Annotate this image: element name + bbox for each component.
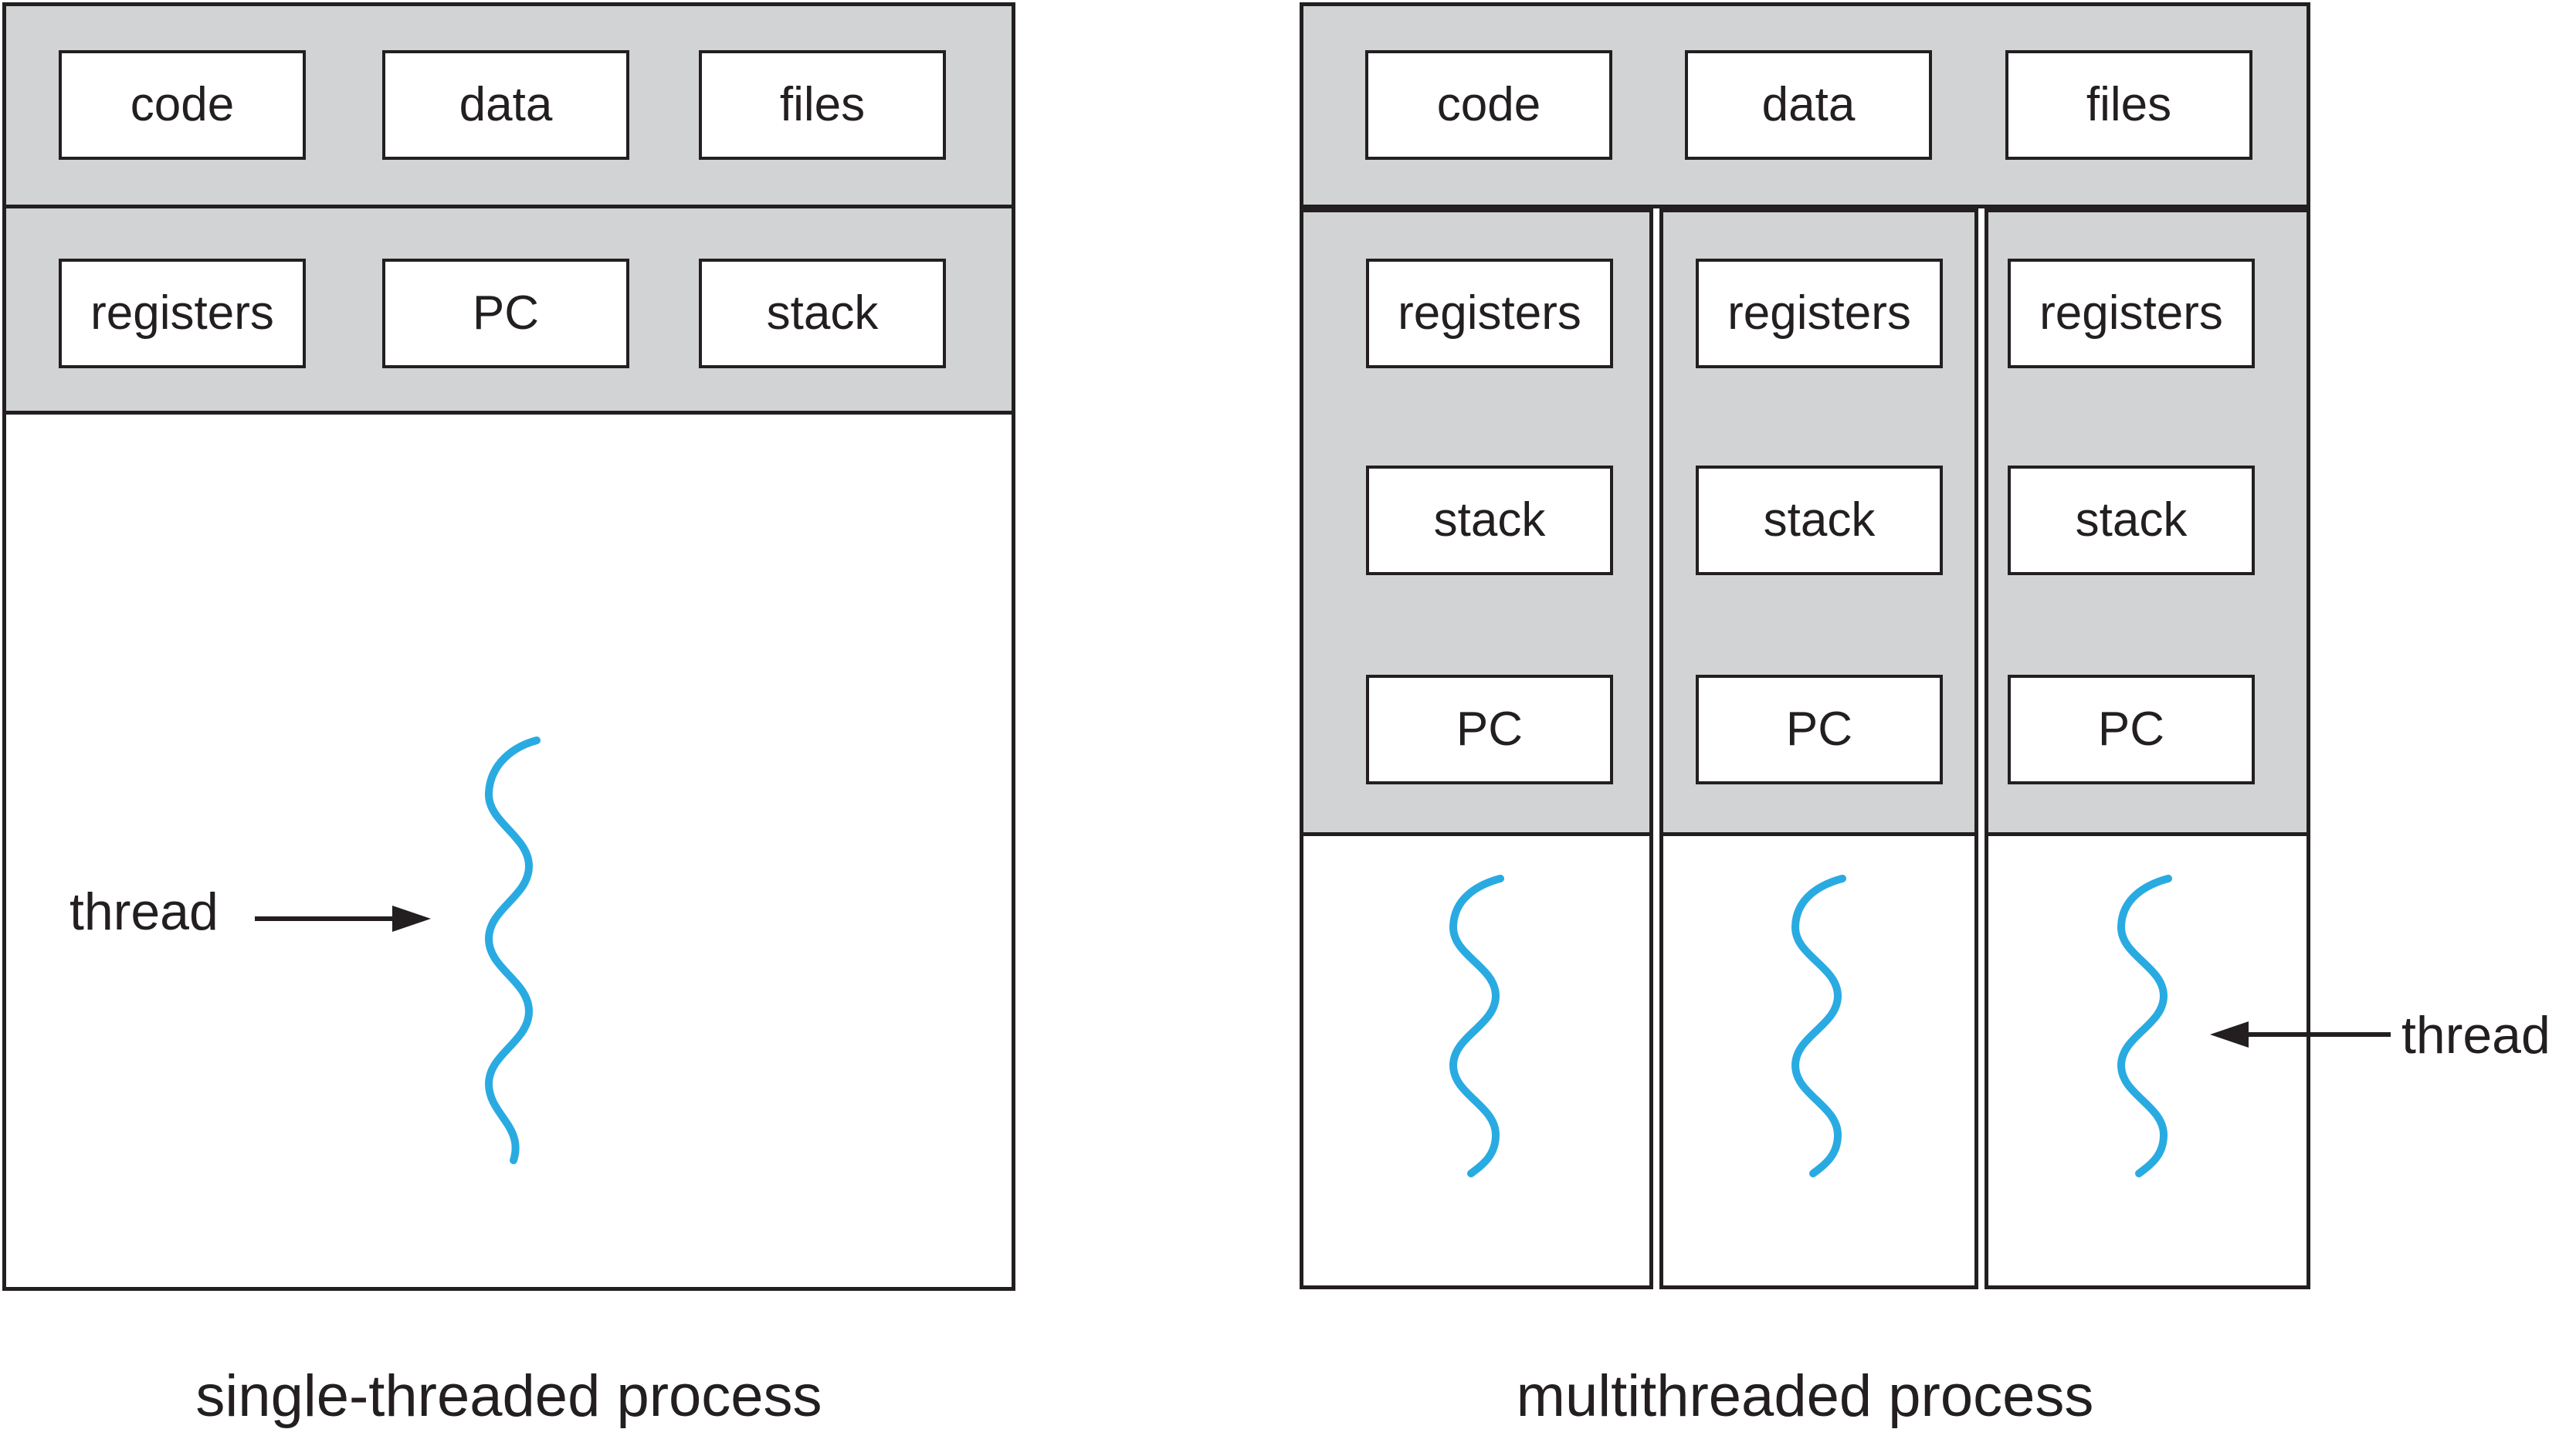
column2-stack-label: stack <box>1763 493 1876 547</box>
left-code-box: code <box>59 50 306 160</box>
thread-squiggle-icon <box>1449 875 1504 1177</box>
left-registers-box: registers <box>59 259 306 368</box>
column1-stack-box: stack <box>1366 466 1613 575</box>
right-data-box: data <box>1685 50 1932 160</box>
right-files-box: files <box>2005 50 2252 160</box>
column2-stack-box: stack <box>1696 466 1943 575</box>
left-registers-label: registers <box>90 286 274 340</box>
column3-stack-label: stack <box>2075 493 2188 547</box>
column1-registers-label: registers <box>1398 286 1581 340</box>
column2-pc-box: PC <box>1696 675 1943 784</box>
left-code-label: code <box>130 78 235 131</box>
left-files-label: files <box>779 78 866 131</box>
column3-pc-label: PC <box>2097 703 2165 756</box>
arrow-left-icon <box>2210 1021 2391 1048</box>
column3-pc-box: PC <box>2008 675 2255 784</box>
left-pc-label: PC <box>472 286 540 340</box>
column3-stack-box: stack <box>2008 466 2255 575</box>
left-files-box: files <box>699 50 946 160</box>
left-stack-label: stack <box>766 286 879 340</box>
right-caption: multithreaded process <box>1516 1363 2094 1429</box>
arrow-right-icon <box>255 906 431 932</box>
left-thread-label: thread <box>69 882 219 941</box>
column2-registers-box: registers <box>1696 259 1943 368</box>
left-stack-box: stack <box>699 259 946 368</box>
thread-squiggle-icon <box>2117 875 2172 1177</box>
left-data-box: data <box>382 50 629 160</box>
column1-pc-box: PC <box>1366 675 1613 784</box>
column3-registers-box: registers <box>2008 259 2255 368</box>
right-code-box: code <box>1365 50 1612 160</box>
right-data-label: data <box>1761 78 1856 131</box>
thread-squiggle-icon <box>1791 875 1846 1177</box>
column2-registers-label: registers <box>1727 286 1911 340</box>
column1-stack-label: stack <box>1433 493 1546 547</box>
right-files-label: files <box>2086 78 2172 131</box>
left-caption: single-threaded process <box>195 1363 822 1429</box>
column1-pc-label: PC <box>1456 703 1524 756</box>
left-pc-box: PC <box>382 259 629 368</box>
right-thread-label: thread <box>2401 1006 2551 1065</box>
left-data-label: data <box>459 78 553 131</box>
column3-registers-label: registers <box>2039 286 2223 340</box>
right-code-label: code <box>1436 78 1541 131</box>
column1-registers-box: registers <box>1366 259 1613 368</box>
column2-pc-label: PC <box>1785 703 1853 756</box>
thread-squiggle-icon <box>484 737 541 1164</box>
